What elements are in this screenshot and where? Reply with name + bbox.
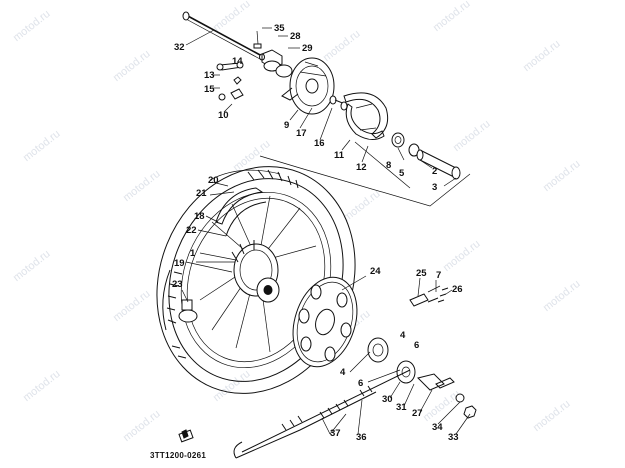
- chain-adjuster: [417, 373, 477, 419]
- label-1: 1: [190, 248, 196, 259]
- label-13: 13: [204, 70, 215, 81]
- label-37: 37: [330, 428, 341, 439]
- label-5: 5: [399, 168, 405, 179]
- label-15: 15: [204, 84, 215, 95]
- label-22: 22: [186, 225, 197, 236]
- label-31: 31: [396, 402, 407, 413]
- diagram-code: 3TT1200-0261: [150, 451, 207, 460]
- label-11: 11: [334, 150, 345, 161]
- label-21: 21: [196, 188, 207, 199]
- label-35: 35: [274, 23, 285, 34]
- label-18: 18: [194, 211, 205, 222]
- label-4-right: 4: [400, 330, 406, 341]
- wheel-hub: [231, 240, 280, 303]
- label-8: 8: [386, 160, 391, 171]
- brake-plate: [281, 57, 335, 115]
- label-10: 10: [218, 110, 229, 121]
- chain-joint: [178, 429, 194, 443]
- sprocket-bolts: [409, 285, 449, 307]
- label-36: 36: [356, 432, 367, 443]
- label-7: 7: [436, 270, 441, 281]
- right-collar: [367, 337, 416, 384]
- label-28: 28: [290, 31, 301, 42]
- rear-sprocket: [292, 276, 358, 368]
- leader-lines: [181, 27, 471, 435]
- drive-chain: [233, 369, 411, 459]
- brake-arm: [216, 30, 262, 101]
- label-4-left: 4: [340, 367, 346, 378]
- axle-collar: [261, 49, 293, 78]
- label-25: 25: [416, 268, 427, 279]
- label-9: 9: [284, 120, 289, 131]
- label-27: 27: [412, 408, 423, 419]
- label-12: 12: [356, 162, 367, 173]
- explode-frame: [259, 141, 471, 207]
- label-3: 3: [432, 182, 437, 193]
- label-14: 14: [232, 56, 243, 67]
- label-17: 17: [296, 128, 307, 139]
- label-2: 2: [432, 166, 437, 177]
- rear-axle: [182, 11, 265, 61]
- tire-valve: [178, 299, 198, 323]
- label-16: 16: [314, 138, 325, 149]
- label-23: 23: [172, 279, 183, 290]
- label-20: 20: [208, 175, 219, 186]
- label-33: 33: [448, 432, 459, 443]
- label-29: 29: [302, 43, 313, 54]
- label-6-left: 6: [358, 378, 363, 389]
- label-30: 30: [382, 394, 393, 405]
- brake-shoes: [343, 92, 389, 140]
- label-6-right: 6: [414, 340, 419, 351]
- tire-tread: [162, 169, 299, 359]
- label-32: 32: [174, 42, 185, 53]
- label-19: 19: [174, 258, 185, 269]
- brake-cam: [329, 95, 348, 111]
- label-34: 34: [432, 422, 443, 433]
- label-26: 26: [452, 284, 463, 295]
- tire-tube: [215, 187, 267, 237]
- part-labels: 32 35 28 29 13 14 15 10 9 17 16 11 12 8 …: [172, 23, 463, 443]
- label-24: 24: [370, 266, 381, 277]
